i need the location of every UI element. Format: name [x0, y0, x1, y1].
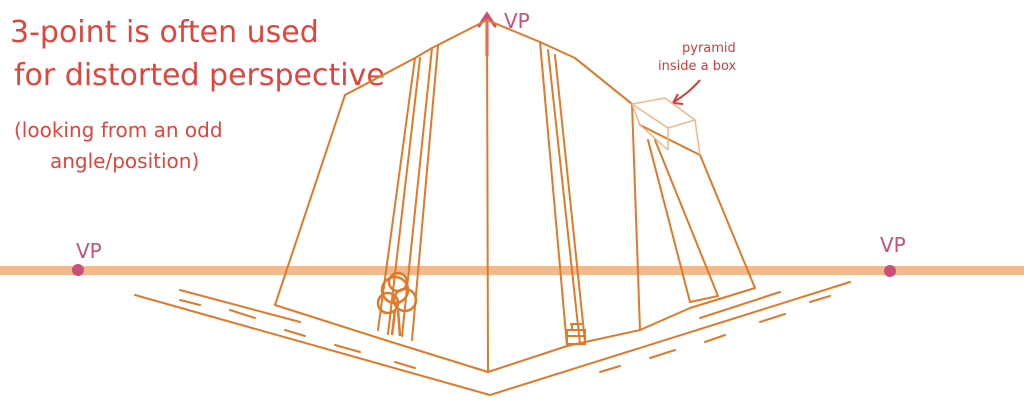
vanishing-point-right — [884, 265, 896, 277]
left-inner-vertical — [411, 45, 439, 341]
right-column-3 — [554, 54, 586, 343]
right-column-1 — [539, 41, 568, 347]
building-base-right — [487, 287, 756, 373]
tree-icon — [376, 271, 418, 337]
pyramid-edge-1 — [647, 139, 691, 303]
annotation-line-1: pyramid — [682, 41, 736, 56]
annotation-arrow-icon — [673, 79, 701, 103]
building-base-left — [384, 339, 489, 373]
horizon-line — [0, 266, 1024, 275]
vp-label-left: VP — [76, 239, 102, 263]
annotation-line-2: inside a box — [658, 59, 737, 74]
right-column-2 — [547, 49, 581, 345]
note-line-1: 3-point is often used — [10, 15, 319, 50]
note-line-3: (looking from an odd — [14, 118, 223, 142]
pyramid-box — [630, 97, 701, 156]
note-line-4: angle/position) — [50, 149, 199, 173]
pyramid-edge-2 — [654, 139, 719, 297]
door-steps-icon — [566, 323, 586, 345]
pyramid-outline — [639, 124, 756, 289]
road-right-inner — [699, 291, 781, 319]
road-left-edge — [134, 294, 491, 396]
road-left-inner — [179, 289, 301, 323]
note-line-2: for distorted perspective — [14, 58, 385, 93]
left-wing-outline — [274, 94, 386, 341]
road-right-edge — [489, 281, 851, 396]
vp-label-right: VP — [880, 233, 906, 257]
ground-road — [134, 281, 851, 396]
pyramid-base — [689, 295, 719, 303]
building-front-edge — [486, 19, 489, 373]
right-wing-outline — [574, 57, 641, 331]
left-wing-column-3 — [387, 57, 421, 335]
vanishing-point-left — [72, 264, 84, 276]
